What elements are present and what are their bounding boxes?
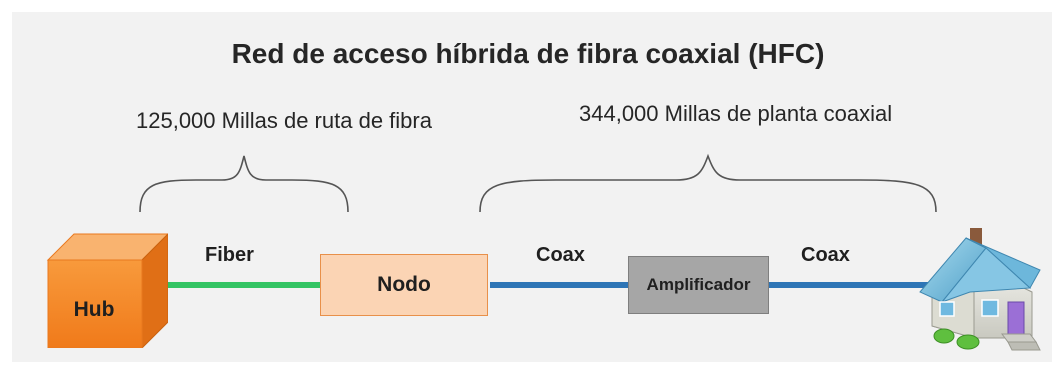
fiber-segment-label: Fiber [205, 244, 254, 266]
diagram-title: Red de acceso híbrida de fibra coaxial (… [231, 38, 825, 69]
hub-label: Hub [73, 298, 115, 321]
fiber-line [165, 282, 321, 288]
fiber-brace [139, 155, 349, 213]
coax-segment-label-1: Coax [536, 244, 585, 266]
coax-segment-label-2: Coax [801, 244, 850, 266]
diagram-background [12, 12, 1052, 362]
coax-line-2 [768, 282, 933, 288]
nodo-label: Nodo [377, 273, 431, 296]
coax-brace [479, 153, 937, 213]
amplifier-label: Amplificador [646, 275, 751, 294]
fiber-miles-label: 125,000 Millas de ruta de fibra [136, 108, 432, 133]
house-icon [919, 228, 1041, 351]
coax-line-1 [490, 282, 630, 288]
hub-node: Hub [46, 232, 168, 348]
cube-icon [46, 233, 168, 348]
amplifier-box: Amplificador [628, 256, 769, 314]
coax-miles-label: 344,000 Millas de planta coaxial [579, 101, 893, 126]
nodo-box: Nodo [320, 254, 488, 316]
